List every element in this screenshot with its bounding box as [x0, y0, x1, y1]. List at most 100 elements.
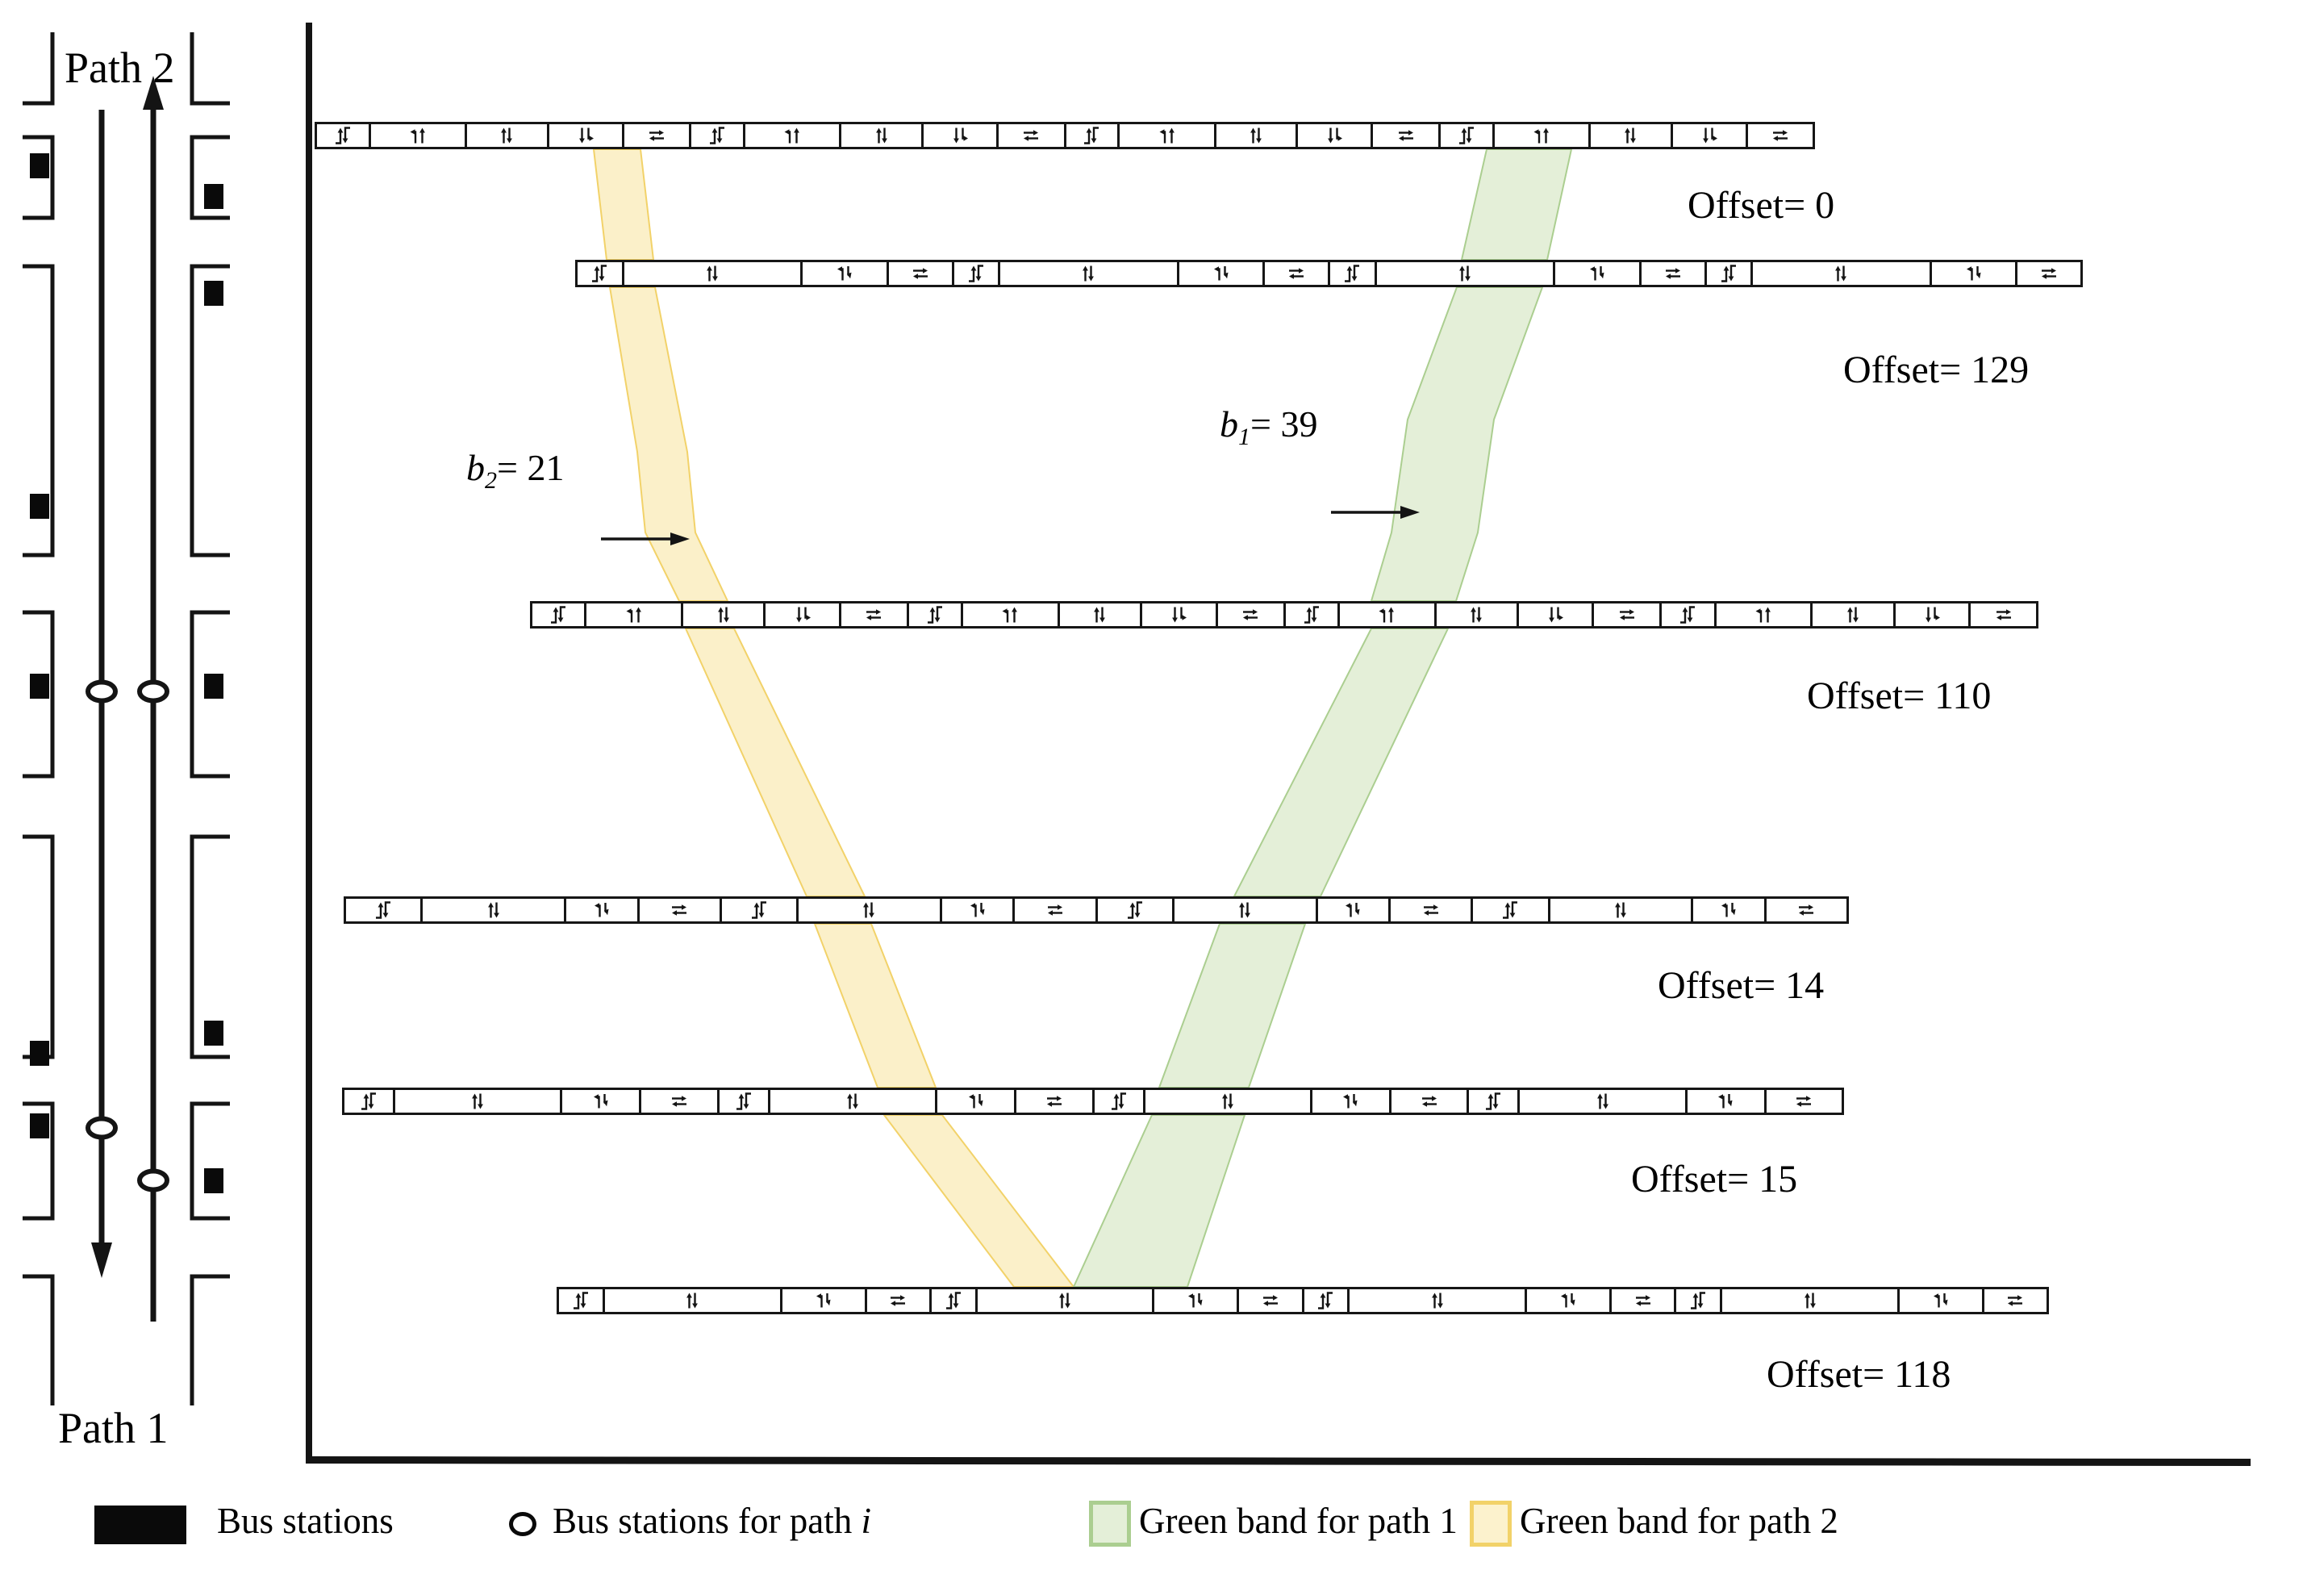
- left-and-right-turn-phase-icon: [1932, 1292, 1949, 1309]
- bus-station-swatch: [94, 1506, 186, 1544]
- green-band-path-1-segment: [1370, 286, 1544, 602]
- signal-phase-cell: [467, 124, 549, 147]
- through-and-right-turn-phase-icon: [953, 127, 970, 144]
- through-phase-icon: [716, 606, 730, 624]
- cross-street-phase-icon: [866, 608, 882, 621]
- green-band-1-swatch: [1089, 1501, 1131, 1547]
- signal-phase-cell: [1179, 262, 1266, 285]
- left-and-right-turn-phase-icon: [1345, 901, 1362, 918]
- signal-phase-cell: [1330, 262, 1377, 285]
- signal-phase-cell: [1298, 124, 1374, 147]
- signal-phase-cell: [841, 124, 924, 147]
- signal-phase-cell: [683, 603, 766, 626]
- signal-phase-cell: [1984, 1289, 2047, 1312]
- offset-label-2: Offset= 129: [1843, 349, 2030, 391]
- signal-phase-cell: [1813, 603, 1896, 626]
- through-and-right-turn-phase-icon: [1327, 127, 1344, 144]
- dual-left-turn-phase-icon: [709, 127, 726, 144]
- signal-phase-cell: [1312, 1090, 1391, 1113]
- left-turn-and-through-phase-icon: [1158, 127, 1175, 144]
- through-phase-icon: [1082, 265, 1095, 282]
- offset-label-5: Offset= 15: [1631, 1158, 1798, 1201]
- road-edge-left: [23, 1101, 55, 1221]
- path-station-circle-icon: [509, 1512, 536, 1536]
- signal-phase-cell: [937, 1090, 1017, 1113]
- left-turn-and-through-phase-icon: [1001, 606, 1019, 624]
- left-turn-and-through-phase-icon: [624, 606, 642, 624]
- through-phase-icon: [1613, 901, 1628, 919]
- green-band-2-swatch: [1470, 1501, 1512, 1547]
- b1-var: b: [1220, 403, 1238, 445]
- left-and-right-turn-phase-icon: [1342, 1092, 1359, 1109]
- signal-phase-cell: [562, 1090, 642, 1113]
- dual-left-turn-phase-icon: [1458, 127, 1475, 144]
- cross-street-phase-icon: [890, 1294, 907, 1307]
- signal-phase-cell: [604, 1289, 782, 1312]
- green-band-path-1-segment: [1158, 923, 1307, 1088]
- signal-phase-cell: [691, 124, 746, 147]
- signal-phase-cell: [1706, 262, 1753, 285]
- signal-phase-cell: [1285, 603, 1340, 626]
- signal-phase-cell: [344, 1090, 396, 1113]
- signal-phase-cell: [1550, 899, 1694, 921]
- left-turn-and-through-phase-icon: [783, 127, 801, 144]
- cross-street-phase-icon: [1046, 904, 1064, 917]
- left-and-right-turn-phase-icon: [1717, 1092, 1734, 1109]
- through-phase-icon: [1220, 1092, 1234, 1110]
- bus-station-marker: [204, 1021, 223, 1046]
- signal-phase-cell: [963, 603, 1060, 626]
- signal-phase-cell: [566, 899, 640, 921]
- signal-phase-cell: [346, 899, 423, 921]
- signal-phase-cell: [2017, 262, 2080, 285]
- cross-street-phase-icon: [1995, 608, 2012, 621]
- signal-phase-cell: [1436, 603, 1519, 626]
- left-and-right-turn-phase-icon: [1187, 1292, 1204, 1309]
- signal-phase-cell: [1590, 124, 1673, 147]
- signal-phase-cell: [1317, 899, 1391, 921]
- left-and-right-turn-phase-icon: [1212, 265, 1229, 282]
- road-edge-left: [23, 264, 55, 558]
- signal-phase-cell: [1527, 1289, 1613, 1312]
- signal-phase-cell: [799, 899, 942, 921]
- signal-phase-cell: [578, 262, 624, 285]
- signal-bar-4: [344, 896, 1849, 924]
- signal-phase-cell: [1672, 124, 1748, 147]
- signal-phase-cell: [532, 603, 587, 626]
- dual-left-turn-phase-icon: [735, 1092, 753, 1110]
- signal-phase-cell: [803, 262, 889, 285]
- cross-street-phase-icon: [1771, 129, 1789, 142]
- path-1-label: Path 1: [58, 1404, 169, 1452]
- signal-bar-3: [530, 601, 2038, 629]
- through-phase-icon: [1458, 265, 1472, 282]
- bus-station-marker: [30, 1041, 49, 1066]
- signal-bar-5: [342, 1088, 1844, 1115]
- b2-sub: 2: [485, 467, 497, 495]
- dual-left-turn-phase-icon: [1303, 606, 1320, 624]
- signal-phase-cell: [1094, 1090, 1145, 1113]
- signal-phase-cell: [1174, 899, 1318, 921]
- through-phase-icon: [1596, 1092, 1609, 1110]
- cross-street-phase-icon: [670, 1095, 688, 1108]
- left-turn-and-through-phase-icon: [1378, 606, 1396, 624]
- signal-phase-cell: [1473, 899, 1550, 921]
- signal-phase-cell: [1687, 1090, 1767, 1113]
- dual-left-turn-phase-icon: [1083, 127, 1100, 144]
- signal-phase-cell: [1120, 124, 1216, 147]
- signal-phase-cell: [908, 603, 963, 626]
- dual-left-turn-phase-icon: [1720, 265, 1737, 282]
- green-band-path-2-segment: [608, 286, 729, 602]
- signal-phase-cell: [782, 1289, 867, 1312]
- signal-phase-cell: [1066, 124, 1120, 147]
- dual-left-turn-phase-icon: [1126, 901, 1143, 919]
- signal-phase-cell: [624, 124, 692, 147]
- signal-phase-cell: [1747, 124, 1813, 147]
- through-and-right-turn-phase-icon: [795, 606, 812, 624]
- through-phase-icon: [1249, 127, 1263, 144]
- signal-phase-cell: [1015, 899, 1098, 921]
- dual-left-turn-phase-icon: [549, 606, 567, 624]
- path-i-label-prefix: Bus stations for path: [553, 1501, 862, 1541]
- signal-phase-cell: [586, 603, 684, 626]
- signal-phase-cell: [1766, 899, 1846, 921]
- through-phase-icon: [686, 1292, 699, 1309]
